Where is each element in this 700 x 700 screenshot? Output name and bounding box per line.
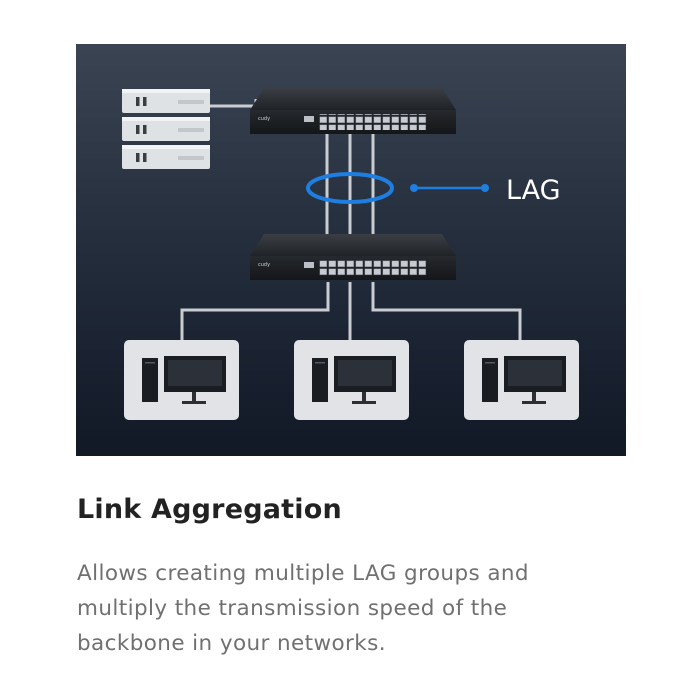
description-line-1: Allows creating multiple LAG groups and	[77, 561, 529, 586]
core-switch-brand: cudy	[258, 116, 270, 122]
desktop-pc-icon	[464, 340, 579, 420]
lag-group-ring	[306, 172, 394, 204]
feature-title: Link Aggregation	[77, 494, 342, 525]
server-uplink-cable	[208, 99, 258, 108]
desktop-pc-icon	[124, 340, 239, 420]
network-diagram: cudy LAG cudy	[76, 44, 626, 456]
access-switch-brand: cudy	[258, 262, 270, 268]
lag-topology-illustration: cudy LAG cudy	[122, 88, 579, 420]
access-switch-icon: cudy	[250, 234, 456, 280]
lag-label: LAG	[506, 175, 561, 206]
lag-callout-line	[410, 184, 489, 192]
server-rack-icon	[122, 89, 210, 169]
pc-downlink-cables	[180, 282, 522, 340]
feature-description: Allows creating multiple LAG groups and …	[77, 556, 637, 661]
description-line-2: multiply the transmission speed of the	[77, 596, 508, 621]
desktop-pc-icon	[294, 340, 409, 420]
core-switch-icon: cudy	[250, 88, 456, 134]
description-line-3: backbone in your networks.	[77, 631, 386, 656]
lag-trunk-cables	[325, 134, 375, 236]
